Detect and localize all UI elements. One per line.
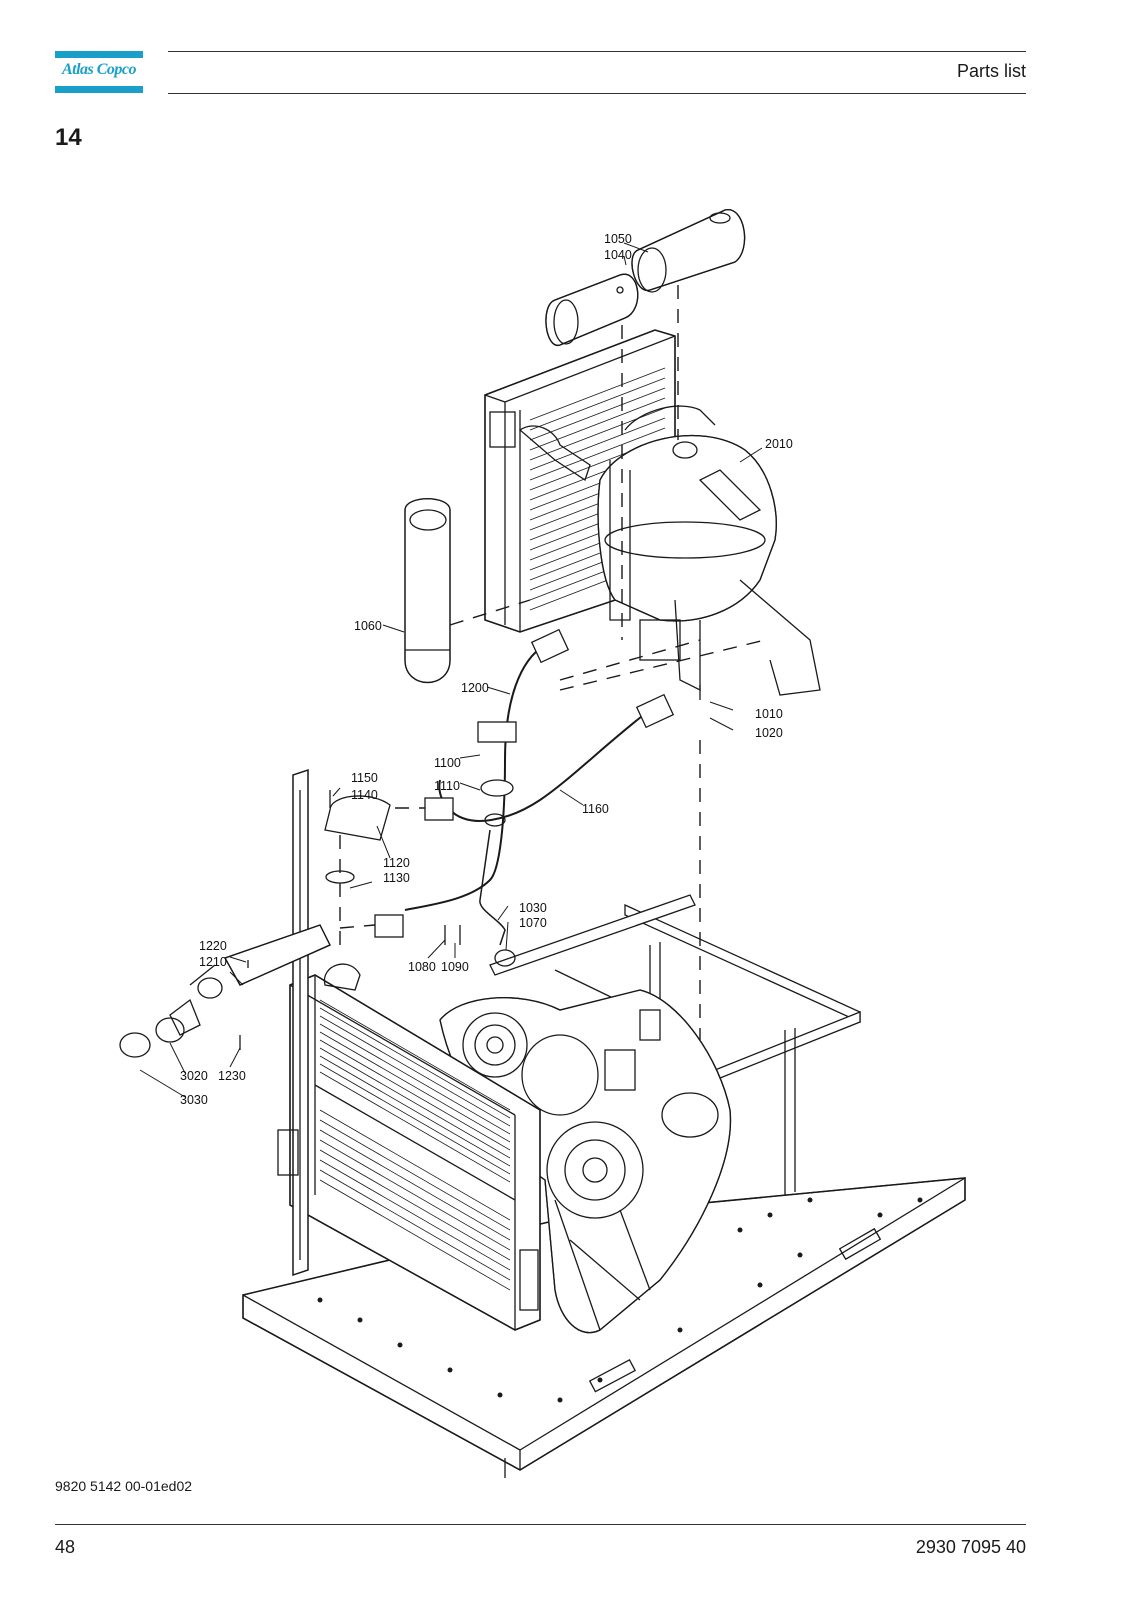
callout-1140: 1140 [351, 788, 378, 802]
logo-bar-bottom [55, 86, 143, 93]
callout-3020: 3020 [180, 1069, 208, 1083]
callout-1230: 1230 [218, 1069, 246, 1083]
lower-cooler [289, 963, 541, 1331]
callout-1120: 1120 [383, 856, 410, 870]
callout-1020: 1020 [755, 726, 783, 740]
callout-3030: 3030 [180, 1093, 208, 1107]
header-rule-bottom [168, 93, 1026, 94]
header-title: Parts list [956, 61, 1026, 81]
vertical-post [277, 769, 539, 1311]
callout-1130: 1130 [383, 871, 410, 885]
callout-1200: 1200 [461, 681, 489, 695]
section-number: 14 [55, 124, 82, 151]
callout-1040: 1040 [604, 248, 632, 262]
support-frame [489, 894, 861, 1195]
callout-labels: 1050 1040 2010 1060 1200 1010 1020 1100 … [180, 232, 793, 1107]
hoses-and-fittings [119, 628, 701, 1058]
document-number: 2930 7095 40 [915, 1537, 1026, 1557]
drawing-reference: 9820 5142 00-01ed02 [55, 1478, 193, 1494]
callout-1070: 1070 [519, 916, 547, 930]
callout-1090: 1090 [441, 960, 469, 974]
callout-1030: 1030 [519, 901, 547, 915]
callout-1010: 1010 [755, 707, 783, 721]
page-number: 48 [55, 1537, 76, 1557]
callout-1060: 1060 [354, 619, 382, 633]
callout-1100: 1100 [434, 756, 461, 770]
callout-2010: 2010 [765, 437, 793, 451]
header-rule-top [168, 51, 1026, 52]
callout-1080: 1080 [408, 960, 436, 974]
callout-1150: 1150 [351, 771, 378, 785]
callout-1110: 1110 [434, 779, 460, 793]
logo-text: Atlas Copco [61, 61, 137, 78]
logo-bar-top [55, 51, 143, 58]
callout-1050: 1050 [604, 232, 632, 246]
callout-1160: 1160 [582, 802, 609, 816]
callout-1210: 1210 [199, 955, 227, 969]
callout-1220: 1220 [199, 939, 227, 953]
assembly-guide-lines [339, 285, 766, 1040]
atlas-copco-logo: Atlas Copco [55, 51, 143, 93]
footer-rule [55, 1524, 1026, 1525]
separator-vessel [597, 405, 821, 696]
callout-leader-lines [139, 242, 763, 1098]
filter-cartridges [404, 209, 746, 683]
